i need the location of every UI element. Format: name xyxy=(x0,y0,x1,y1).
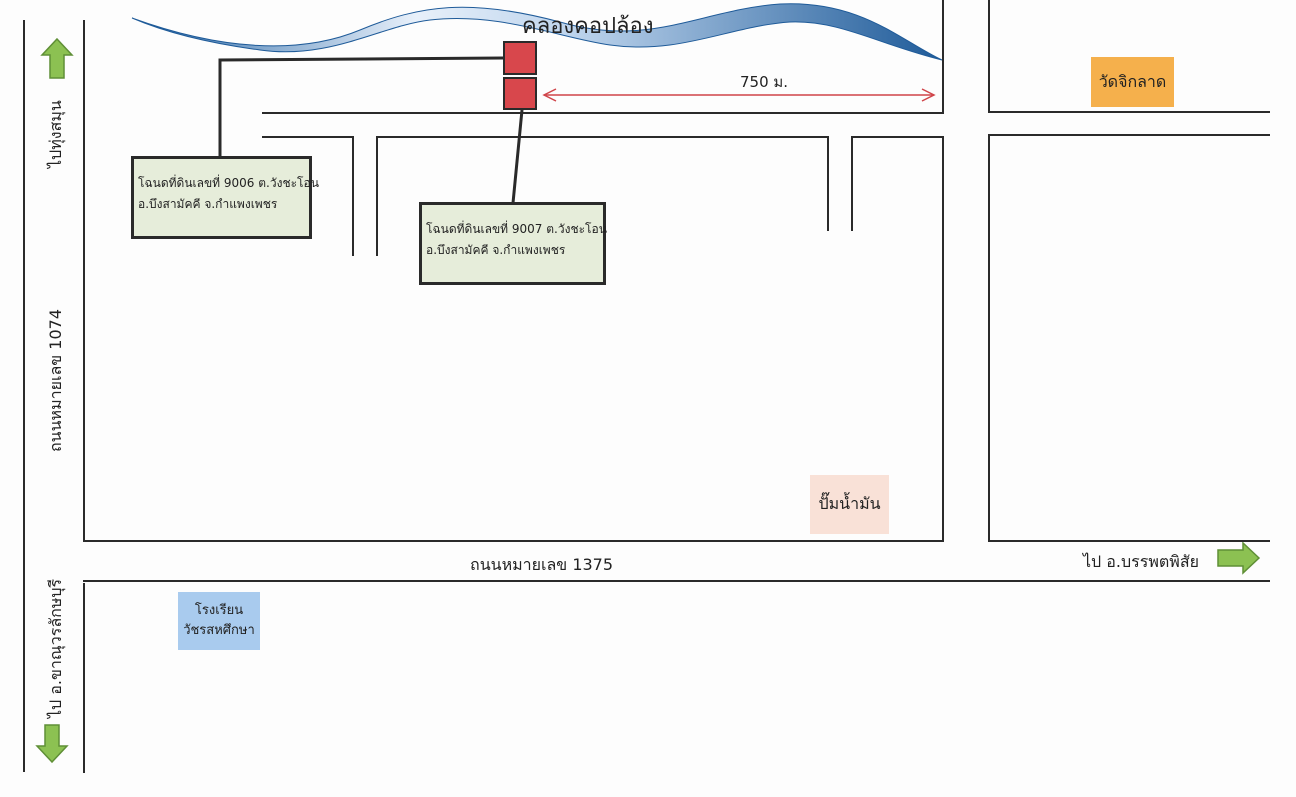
north-arrow-icon xyxy=(40,37,74,79)
school-label-line1: โรงเรียน xyxy=(194,603,244,618)
road-label-1375: ถนนหมายเลข 1375 xyxy=(470,555,614,574)
distance-label: 750 ม. xyxy=(740,73,789,91)
road-edge xyxy=(827,136,829,231)
road-edge xyxy=(852,136,944,138)
road-edge xyxy=(942,136,944,541)
road-edge xyxy=(376,136,828,138)
road-edge xyxy=(352,136,354,256)
direction-south-label: ไป อ.ขาณุวรลักษบุรี xyxy=(46,578,65,718)
road-edge xyxy=(942,0,944,113)
gas-station-landmark: ปั๊มน้ำมัน xyxy=(810,475,889,534)
east-arrow-icon xyxy=(1217,541,1261,575)
deed-line2: อ.บึงสามัคคี จ.กำแพงเพชร xyxy=(138,197,278,211)
road-edge xyxy=(376,136,378,256)
road-edge xyxy=(262,136,354,138)
road-edge xyxy=(988,111,1270,113)
direction-east-label: ไป อ.บรรพตพิสัย xyxy=(1083,552,1199,571)
road-edge xyxy=(83,540,944,542)
deed-line2: อ.บึงสามัคคี จ.กำแพงเพชร xyxy=(426,243,566,257)
deed-line1: โฉนดที่ดินเลขที่ 9007 ต.วังชะโอน xyxy=(426,222,607,236)
distance-dimension-line xyxy=(542,88,936,102)
canal-label: คลองคอปล้อง xyxy=(522,14,654,39)
road-edge xyxy=(988,134,1270,136)
road-edge xyxy=(83,20,85,542)
deed-box-9007: โฉนดที่ดินเลขที่ 9007 ต.วังชะโอน อ.บึงสา… xyxy=(419,202,607,285)
deed-box-9006: โฉนดที่ดินเลขที่ 9006 ต.วังชะโอน อ.บึงสา… xyxy=(131,156,319,239)
road-edge xyxy=(83,583,85,773)
south-arrow-icon xyxy=(35,724,69,764)
deed-line1: โฉนดที่ดินเลขที่ 9006 ต.วังชะโอน xyxy=(138,176,319,190)
land-plot-9006[interactable] xyxy=(503,41,537,75)
temple-label: วัดจิกลาด xyxy=(1098,71,1167,91)
road-edge xyxy=(83,580,1270,582)
road-label-1074: ถนนหมายเลข 1074 xyxy=(46,308,65,452)
road-edge xyxy=(23,20,25,772)
leader-lines xyxy=(218,56,524,204)
direction-north-label: ไปทุ่งสมุน xyxy=(46,100,65,168)
school-label-line2: วัชรสหศึกษา xyxy=(183,623,255,638)
road-edge xyxy=(988,134,990,541)
road-edge xyxy=(988,0,990,112)
gas-station-label: ปั๊มน้ำมัน xyxy=(818,494,881,513)
temple-landmark: วัดจิกลาด xyxy=(1091,57,1174,107)
road-edge xyxy=(851,136,853,231)
school-landmark: โรงเรียน วัชรสหศึกษา xyxy=(178,592,260,650)
road-edge xyxy=(262,112,944,114)
road-edge xyxy=(988,540,1270,542)
land-plot-9007[interactable] xyxy=(503,77,537,110)
